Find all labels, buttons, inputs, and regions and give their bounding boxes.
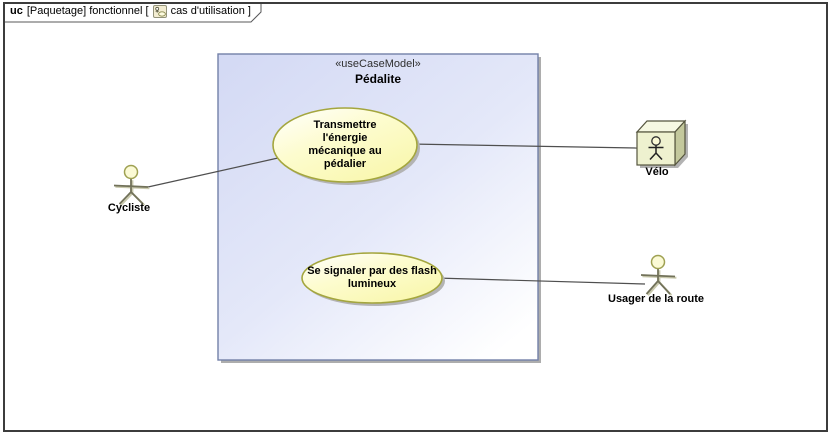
use-case-transmettre-label: Transmettre l'énergie mécanique au pédal… <box>308 119 382 170</box>
system-boundary-stereotype: «useCaseModel» <box>335 58 421 70</box>
frame-border <box>3 2 828 432</box>
actor-usager-label: Usager de la route <box>608 293 704 305</box>
use-case-signaler-label: Se signaler par des flash lumineux <box>307 265 437 290</box>
use-case-diagram-icon <box>152 5 167 18</box>
use-case-signaler-ellipse[interactable] <box>301 252 443 304</box>
actor-usager-figure[interactable] <box>640 254 677 296</box>
system-boundary-pedalite[interactable] <box>217 53 541 363</box>
system-boundary-rect[interactable] <box>217 53 539 361</box>
use-case-transmettre-ellipse[interactable] <box>272 107 418 183</box>
actor-cycliste-body <box>113 179 149 205</box>
use-case-signaler[interactable] <box>301 252 445 306</box>
actor-usager-head <box>650 254 666 270</box>
frame-context-label: [Paquetage] fonctionnel [ <box>26 5 149 17</box>
node-velo-label: Vélo <box>645 166 669 178</box>
system-boundary-name: Pédalite <box>354 72 402 86</box>
use-case-transmettre[interactable] <box>272 107 420 185</box>
actor-cycliste-head <box>123 164 139 180</box>
association-signaler-usager[interactable] <box>435 277 646 285</box>
actor-cycliste-figure[interactable] <box>113 164 150 206</box>
frame-tab[interactable]: uc [Paquetage] fonctionnel [ cas d'utili… <box>10 5 251 18</box>
node-velo-cube[interactable] <box>635 119 688 168</box>
actor-usager-body <box>640 269 676 295</box>
actor-cycliste-label: Cycliste <box>107 202 151 214</box>
association-cycliste-transmettre[interactable] <box>147 157 279 188</box>
association-transmettre-velo[interactable] <box>409 143 638 149</box>
frame-diagram-label: cas d'utilisation ] <box>170 5 251 17</box>
node-velo-actor-icon <box>648 136 664 161</box>
frame-keyword: uc <box>10 5 23 17</box>
